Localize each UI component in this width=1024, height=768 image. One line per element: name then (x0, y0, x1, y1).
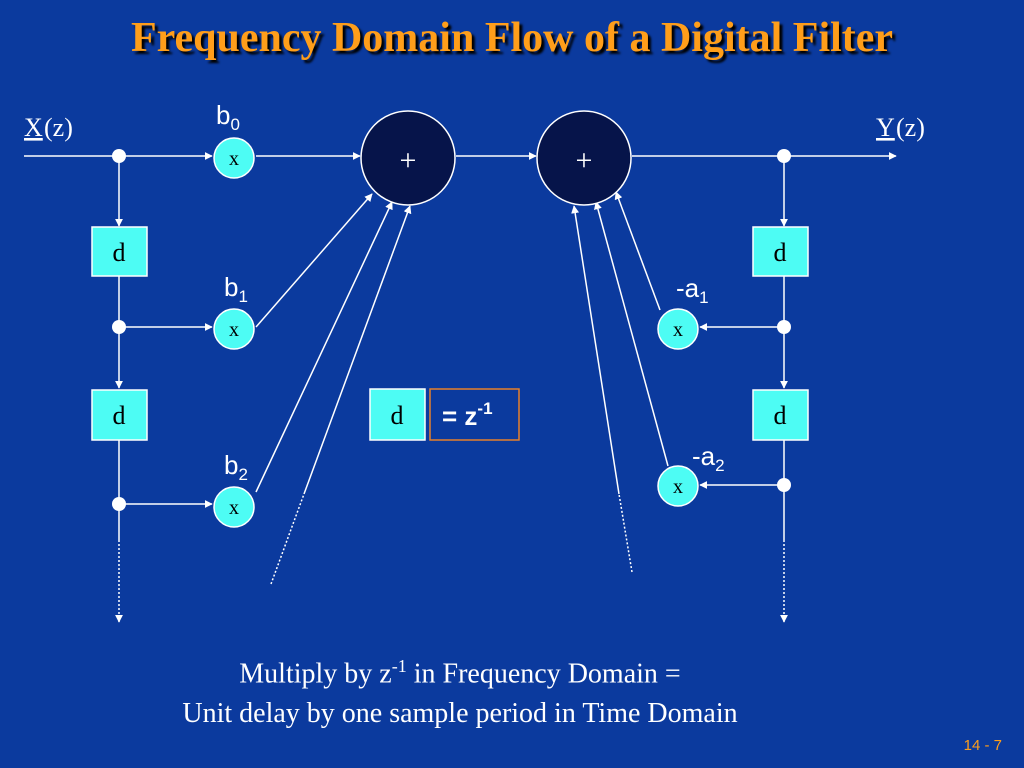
junction-dot (112, 149, 126, 163)
multiplier-b0 (213, 137, 255, 179)
multiplier-a2-symbol: x (673, 476, 683, 498)
adder-2-symbol: + (576, 144, 593, 177)
multiplier-b1-symbol: x (229, 319, 239, 341)
output-label: Y (876, 113, 895, 142)
a3-to-adder2-solid (571, 205, 620, 495)
legend-equation-box (429, 388, 520, 441)
multiplier-b2 (213, 486, 255, 528)
b3-to-adder1-solid (303, 205, 412, 495)
multiplier-a1-symbol: x (673, 319, 683, 341)
delay-box-right-1-label: d (774, 238, 787, 267)
coefficient-b0: b0 (216, 100, 240, 134)
b3-to-adder1-dotted (270, 493, 305, 585)
coefficient-b2: b2 (224, 450, 248, 484)
caption-line-2: Unit delay by one sample period in Time … (182, 698, 738, 730)
caption-line-1: Multiply by z-1 in Frequency Domain = (239, 656, 681, 690)
output-label-arg: (z) (896, 113, 925, 142)
multiplier-a2 (657, 465, 699, 507)
legend-equation: = z-1 (442, 399, 493, 431)
junction-dot (777, 478, 791, 492)
multiplier-b0-symbol: x (229, 148, 239, 170)
a2-to-adder2 (594, 201, 669, 467)
coefficient-b1: b1 (224, 272, 248, 306)
delay-box-right-2 (752, 389, 809, 441)
slide-title: Frequency Domain Flow of a Digital Filte… (130, 15, 894, 61)
delay-box-left-2 (91, 389, 148, 441)
legend-delay-label: d (391, 401, 404, 430)
delay-box-left-1-label: d (113, 238, 126, 267)
adder-1-symbol: + (400, 144, 417, 177)
junction-dot (112, 320, 126, 334)
delay-box-right-2-label: d (774, 401, 787, 430)
a3-to-adder2-dotted (618, 493, 633, 573)
b2-to-adder1 (255, 201, 393, 493)
a1-to-adder2 (614, 191, 661, 311)
coefficient-a1: -a1 (676, 273, 709, 307)
slide-number: 14 - 7 (963, 737, 1002, 754)
junction-dot (112, 497, 126, 511)
junction-dot (777, 149, 791, 163)
delay-box-right-1 (752, 226, 809, 277)
input-label-arg: (z) (44, 113, 73, 142)
multiplier-b2-symbol: x (229, 497, 239, 519)
adder-1 (360, 110, 456, 206)
delay-box-left-1 (91, 226, 148, 277)
coefficient-a2: -a2 (692, 441, 725, 475)
legend-delay-box (369, 388, 426, 441)
input-label: X (24, 113, 43, 142)
b1-to-adder1 (255, 193, 373, 328)
junction-dot (777, 320, 791, 334)
multiplier-b1 (213, 308, 255, 350)
multiplier-a1 (657, 308, 699, 350)
caption: Multiply by z-1 in Frequency Domain = Un… (0, 646, 920, 734)
delay-box-left-2-label: d (113, 401, 126, 430)
adder-2 (536, 110, 632, 206)
